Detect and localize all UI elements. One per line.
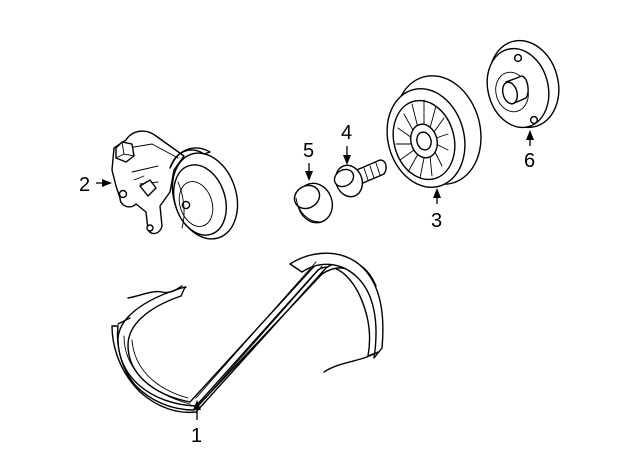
callout-3-label: 3 bbox=[431, 210, 442, 232]
callout-4-label: 4 bbox=[341, 122, 352, 144]
callout-4: 4 bbox=[341, 122, 352, 165]
callout-1: 1 bbox=[191, 400, 202, 447]
callout-5: 5 bbox=[303, 140, 314, 181]
callout-6: 6 bbox=[524, 130, 535, 172]
pulley-bolt bbox=[333, 159, 387, 198]
callout-5-label: 5 bbox=[303, 140, 314, 162]
callout-1-label: 1 bbox=[191, 425, 202, 447]
callout-3: 3 bbox=[431, 188, 442, 232]
idler-pulley bbox=[386, 75, 482, 188]
serpentine-belt bbox=[111, 252, 384, 414]
belt-tensioner bbox=[111, 130, 239, 240]
callout-2: 2 bbox=[79, 174, 112, 196]
dust-cap bbox=[293, 182, 334, 224]
flanged-pulley bbox=[486, 39, 560, 129]
callout-2-label: 2 bbox=[79, 174, 90, 196]
callout-6-label: 6 bbox=[524, 150, 535, 172]
